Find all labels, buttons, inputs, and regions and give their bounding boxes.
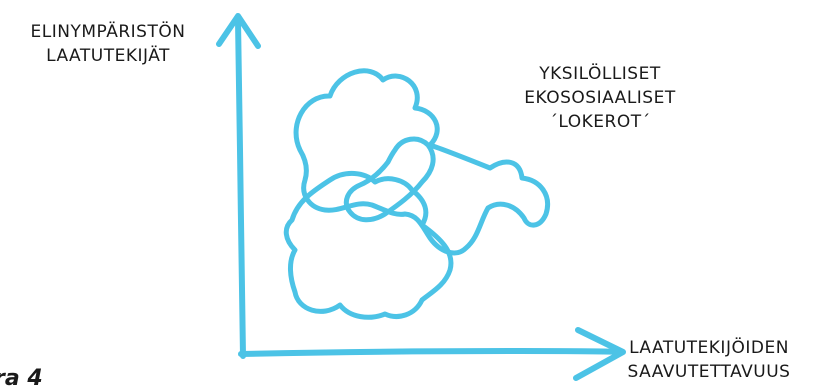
x-axis-line (238, 348, 623, 357)
figure-reference: ra 4 (0, 366, 43, 391)
niche-blob-lower (283, 171, 454, 320)
niche-blob-upper (293, 68, 550, 256)
x-axis-arrowhead (573, 327, 626, 381)
niche-blob-inner (343, 136, 436, 223)
x-axis-label: LAATUTEKIJÖIDEN SAAVUTETTAVUUS (627, 338, 791, 382)
y-axis-line (235, 17, 246, 359)
y-axis-arrowhead (216, 13, 261, 49)
y-axis-label: ELINYMPÄRISTÖN LAATUTEKIJÄT (30, 22, 186, 66)
niche-label: YKSILÖLLISET EKOSOSIAALISET ´LOKEROT´ (524, 64, 676, 132)
